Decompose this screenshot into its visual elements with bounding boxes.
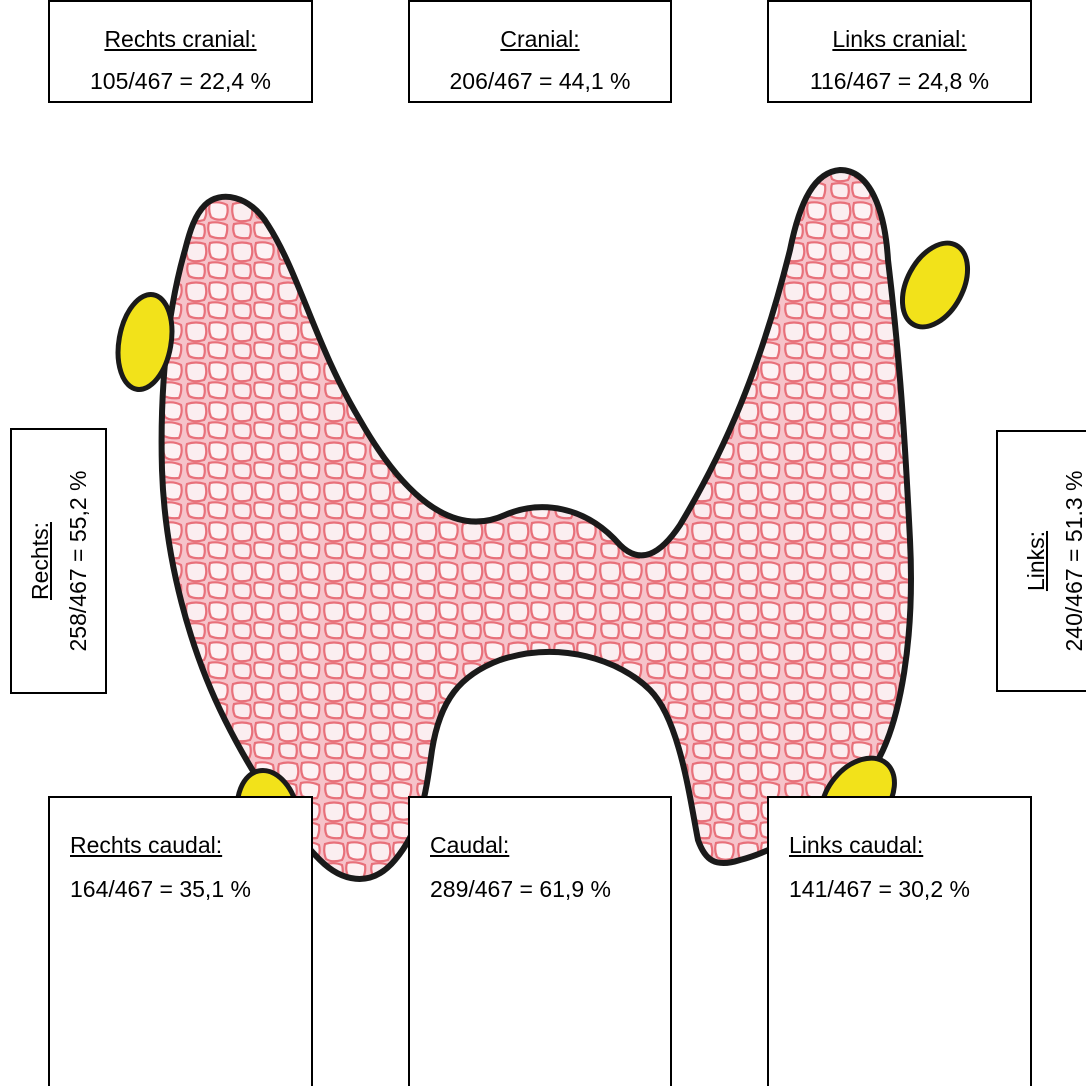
parathyroid-gland-upper-left: [889, 232, 981, 338]
rechts-cranial-value: 105/467 = 22,4 %: [50, 68, 311, 95]
links-box: Links: 240/467 = 51.3 %: [996, 430, 1086, 692]
rechts-caudal-value: 164/467 = 35,1 %: [50, 876, 311, 903]
links-caudal-value: 141/467 = 30,2 %: [769, 876, 1030, 903]
caudal-value: 289/467 = 61,9 %: [410, 876, 670, 903]
rechts-cranial-title: Rechts cranial:: [50, 26, 311, 53]
links-cranial-value: 116/467 = 24,8 %: [769, 68, 1030, 95]
caudal-box: Caudal: 289/467 = 61,9 %: [408, 796, 672, 1086]
cranial-value: 206/467 = 44,1 %: [410, 68, 670, 95]
rechts-title: Rechts:: [21, 471, 59, 652]
cranial-title: Cranial:: [410, 26, 670, 53]
links-title: Links:: [1017, 471, 1055, 652]
rechts-caudal-box: Rechts caudal: 164/467 = 35,1 %: [48, 796, 313, 1086]
rechts-caudal-title: Rechts caudal:: [50, 832, 311, 859]
cranial-box: Cranial: 206/467 = 44,1 %: [408, 0, 672, 103]
rechts-box: Rechts: 258/467 = 55,2 %: [10, 428, 107, 694]
links-caudal-title: Links caudal:: [769, 832, 1030, 859]
caudal-title: Caudal:: [410, 832, 670, 859]
links-cranial-title: Links cranial:: [769, 26, 1030, 53]
rechts-value: 258/467 = 55,2 %: [59, 471, 97, 652]
links-caudal-box: Links caudal: 141/467 = 30,2 %: [767, 796, 1032, 1086]
links-cranial-box: Links cranial: 116/467 = 24,8 %: [767, 0, 1032, 103]
links-value: 240/467 = 51.3 %: [1055, 471, 1086, 652]
rechts-cranial-box: Rechts cranial: 105/467 = 22,4 %: [48, 0, 313, 103]
